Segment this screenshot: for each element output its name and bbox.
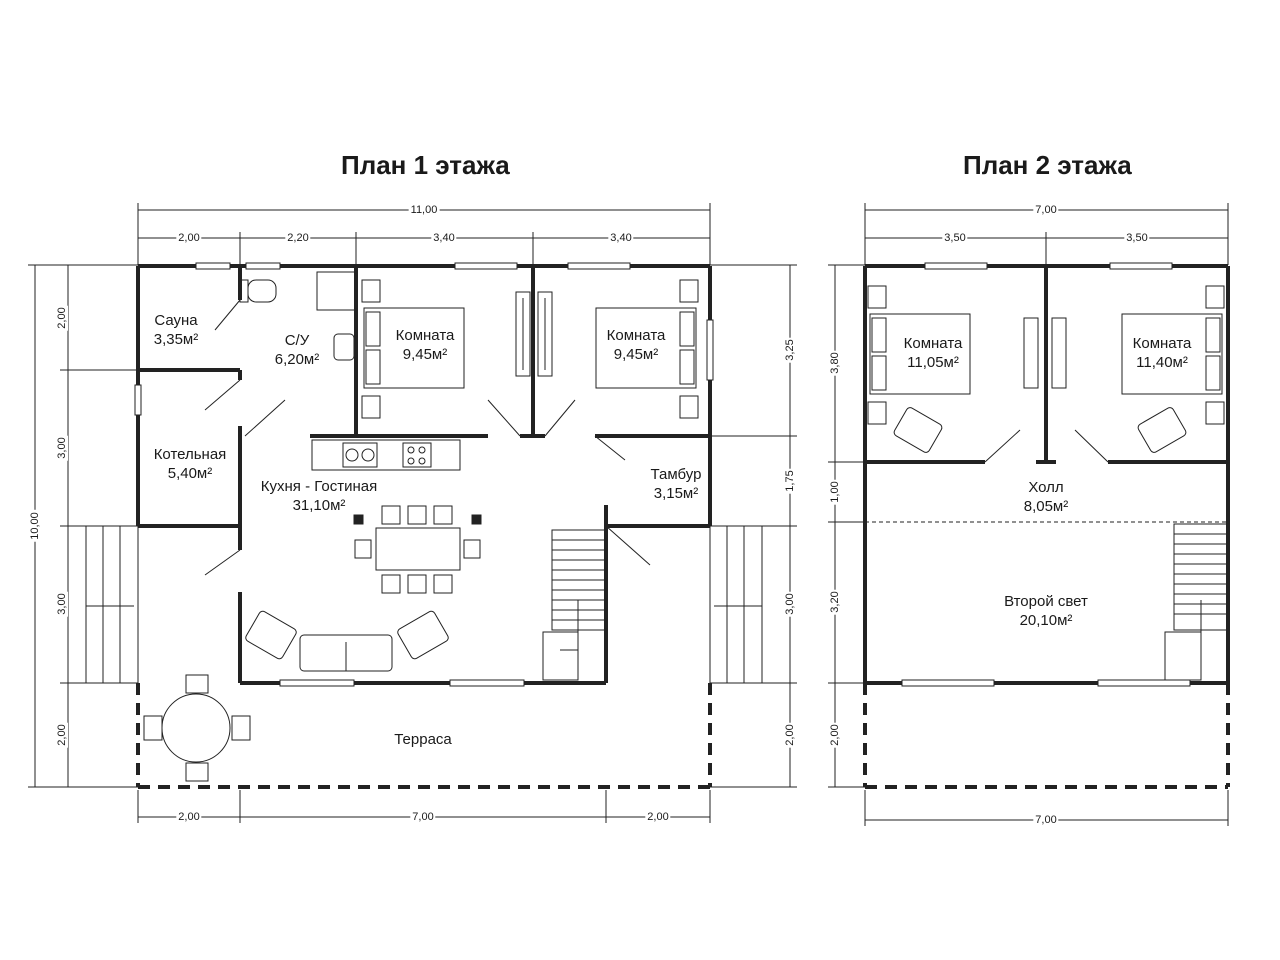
dim-f1-bottom-c: 2,00 bbox=[645, 811, 671, 823]
dim-f2-top-b: 3,50 bbox=[1124, 232, 1150, 244]
dim-f1-left-total: 10,00 bbox=[29, 510, 41, 542]
dim-f1-right-b: 1,75 bbox=[784, 468, 796, 494]
dim-f2-bottom-total: 7,00 bbox=[1033, 814, 1059, 826]
floor2-title: План 2 этажа bbox=[963, 150, 1132, 180]
dim-f2-top-total: 7,00 bbox=[1033, 204, 1059, 216]
room-terrace: Терраса bbox=[394, 731, 452, 748]
dim-f1-bottom-b: 7,00 bbox=[410, 811, 436, 823]
dim-f1-right-a: 3,25 bbox=[784, 337, 796, 363]
dim-f2-left-d: 2,00 bbox=[829, 722, 841, 748]
dim-f1-right-c: 3,00 bbox=[784, 591, 796, 617]
dim-f1-top-d: 3,40 bbox=[608, 232, 634, 244]
dim-f1-right-d: 2,00 bbox=[784, 722, 796, 748]
floor1-title: План 1 этажа bbox=[341, 150, 510, 180]
dim-f2-left-c: 3,20 bbox=[829, 589, 841, 615]
dim-f2-left-a: 3,80 bbox=[829, 350, 841, 376]
dim-f1-left-b: 3,00 bbox=[56, 435, 68, 461]
dim-f2-left-b: 1,00 bbox=[829, 479, 841, 505]
dim-f1-top-b: 2,20 bbox=[285, 232, 311, 244]
dim-f1-top-c: 3,40 bbox=[431, 232, 457, 244]
dim-f1-left-a: 2,00 bbox=[56, 305, 68, 331]
dim-f1-bottom-a: 2,00 bbox=[176, 811, 202, 823]
dim-f1-left-c: 3,00 bbox=[56, 591, 68, 617]
dim-f1-left-d: 2,00 bbox=[56, 722, 68, 748]
dim-f2-top-a: 3,50 bbox=[942, 232, 968, 244]
dim-f1-top-a: 2,00 bbox=[176, 232, 202, 244]
dim-f1-top-total: 11,00 bbox=[408, 204, 440, 216]
